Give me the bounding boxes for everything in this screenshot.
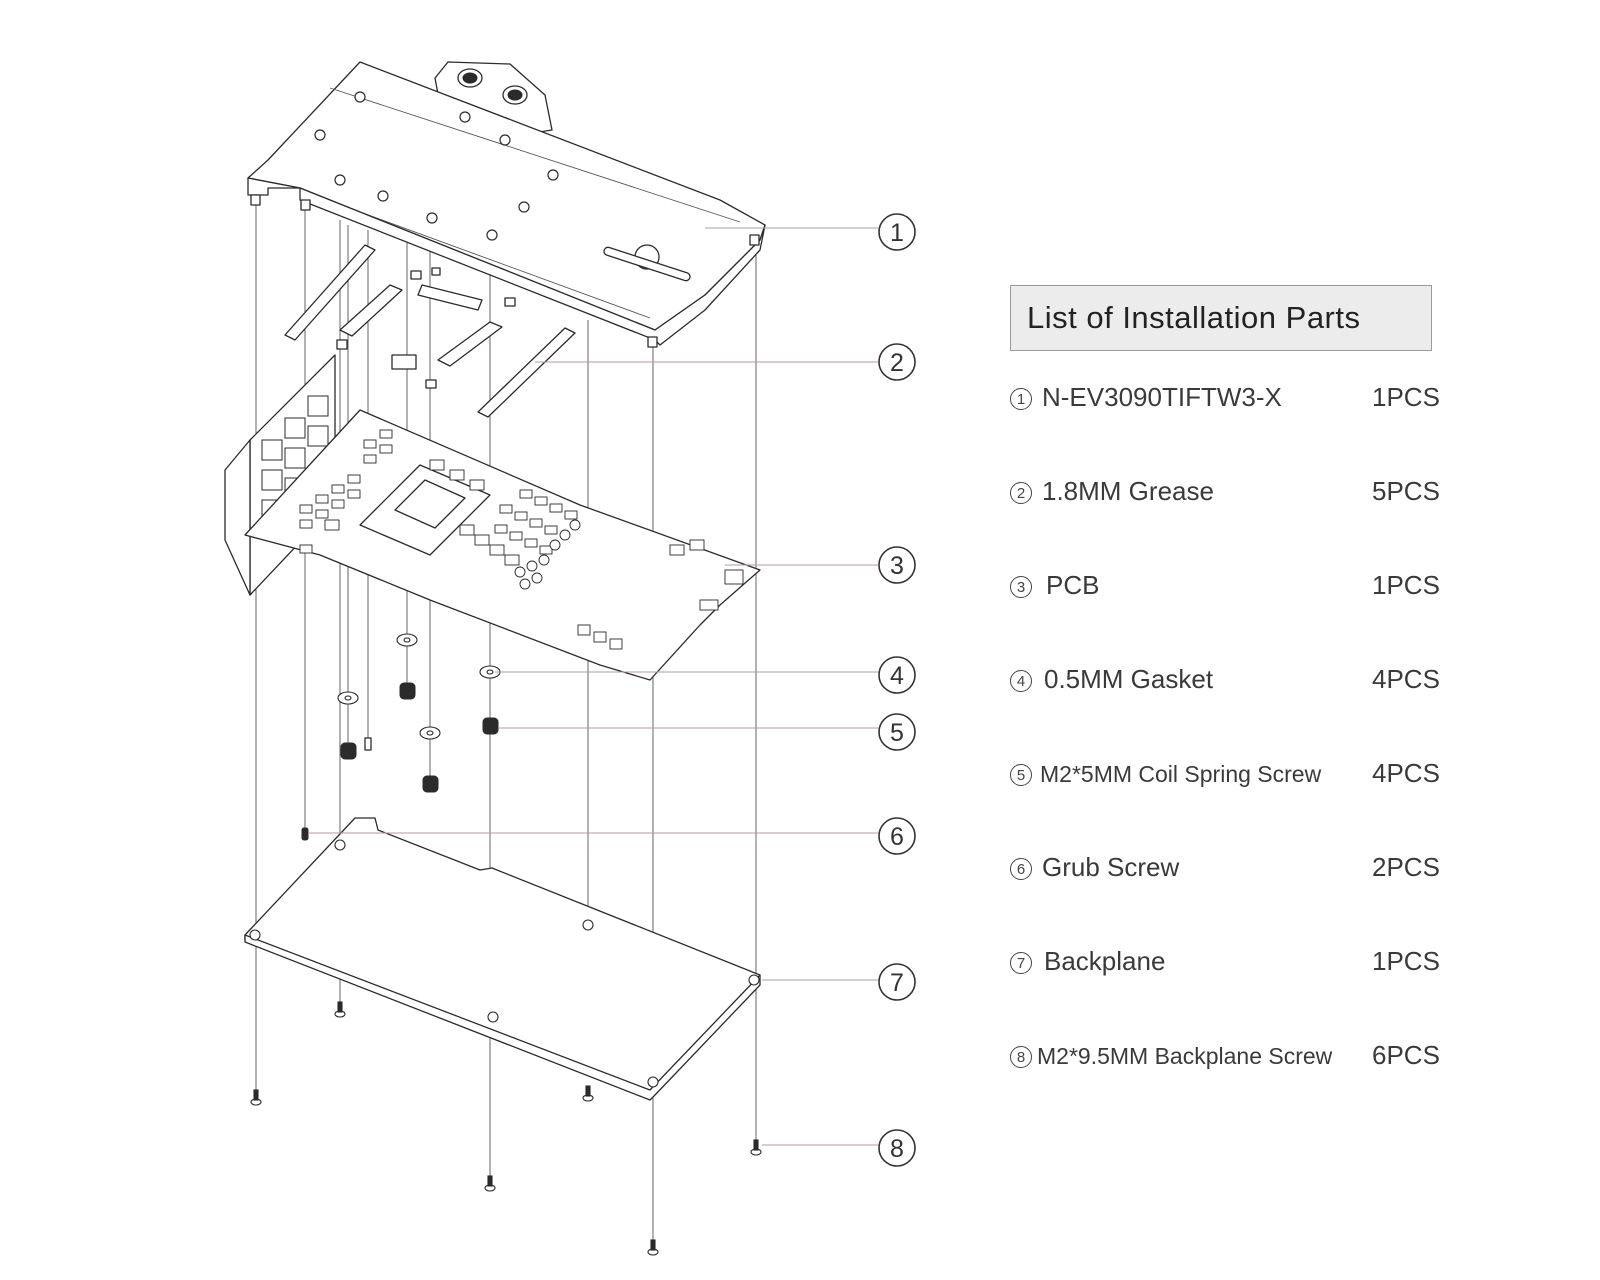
part-number-badge: 7 [1010, 952, 1032, 974]
backplane-screws [250, 1001, 762, 1256]
callout-number: 7 [890, 969, 904, 997]
water-block [247, 61, 766, 348]
leader-lines [308, 227, 878, 1146]
callout-3: 3 [878, 546, 916, 584]
callout-number: 8 [890, 1135, 904, 1163]
parts-list-header: List of Installation Parts [1010, 285, 1432, 351]
parts-list-title: List of Installation Parts [1027, 300, 1361, 335]
part-quantity: 6PCS [1372, 1040, 1440, 1070]
part-number-badge: 3 [1010, 576, 1032, 598]
exploded-view-diagram: 1 2 3 4 5 6 7 8 [224, 61, 916, 1256]
part-row: 7 Backplane 1PCS [1010, 944, 1450, 984]
callout-2: 2 [878, 343, 916, 381]
part-name: M2*5MM Coil Spring Screw [1040, 761, 1322, 787]
part-row: 1 N-EV3090TIFTW3-X 1PCS [1010, 380, 1450, 420]
part-name: M2*9.5MM Backplane Screw [1037, 1043, 1333, 1069]
part-quantity: 1PCS [1372, 570, 1440, 600]
callout-7: 7 [878, 963, 916, 1001]
assembly-guide-lines [255, 195, 757, 1248]
callout-number: 6 [890, 823, 904, 851]
part-name: N-EV3090TIFTW3-X [1042, 382, 1282, 412]
pcb [224, 354, 761, 681]
thermal-pads [284, 244, 576, 418]
part-row: 4 0.5MM Gasket 4PCS [1010, 662, 1450, 702]
part-number-badge: 5 [1010, 764, 1032, 786]
part-quantity: 4PCS [1372, 664, 1440, 694]
part-quantity: 1PCS [1372, 382, 1440, 412]
part-row: 5 M2*5MM Coil Spring Screw 4PCS [1010, 756, 1450, 796]
callout-8: 8 [878, 1129, 916, 1167]
part-number-badge: 1 [1010, 388, 1032, 410]
part-number-badge: 8 [1010, 1046, 1032, 1068]
part-quantity: 1PCS [1372, 946, 1440, 976]
callout-6: 6 [878, 817, 916, 855]
backplane [244, 817, 761, 1101]
callout-5: 5 [878, 713, 916, 751]
part-number-badge: 2 [1010, 482, 1032, 504]
part-quantity: 2PCS [1372, 852, 1440, 882]
callout-4: 4 [878, 656, 916, 694]
callout-number: 4 [890, 662, 904, 690]
part-name: PCB [1046, 570, 1100, 600]
part-name: Grub Screw [1042, 852, 1180, 882]
part-row: 8 M2*9.5MM Backplane Screw 6PCS [1010, 1038, 1450, 1078]
grub-screws [301, 827, 309, 841]
gaskets [337, 633, 501, 740]
pcb-components [299, 429, 744, 650]
callout-number: 1 [890, 219, 904, 247]
part-row: 6 Grub Screw 2PCS [1010, 850, 1450, 890]
part-quantity: 5PCS [1372, 476, 1440, 506]
part-name: Backplane [1044, 946, 1166, 976]
part-number-badge: 6 [1010, 858, 1032, 880]
part-name: 0.5MM Gasket [1044, 664, 1214, 694]
callout-number: 2 [890, 349, 904, 377]
callout-1: 1 [878, 213, 916, 251]
part-quantity: 4PCS [1372, 758, 1440, 788]
part-name: 1.8MM Grease [1042, 476, 1214, 506]
callout-number: 5 [890, 719, 904, 747]
callout-number: 3 [890, 552, 904, 580]
part-row: 3 PCB 1PCS [1010, 568, 1450, 608]
part-row: 2 1.8MM Grease 5PCS [1010, 474, 1450, 514]
coil-spring-screws [340, 682, 499, 793]
capacitors [514, 519, 581, 590]
part-number-badge: 4 [1010, 670, 1032, 692]
